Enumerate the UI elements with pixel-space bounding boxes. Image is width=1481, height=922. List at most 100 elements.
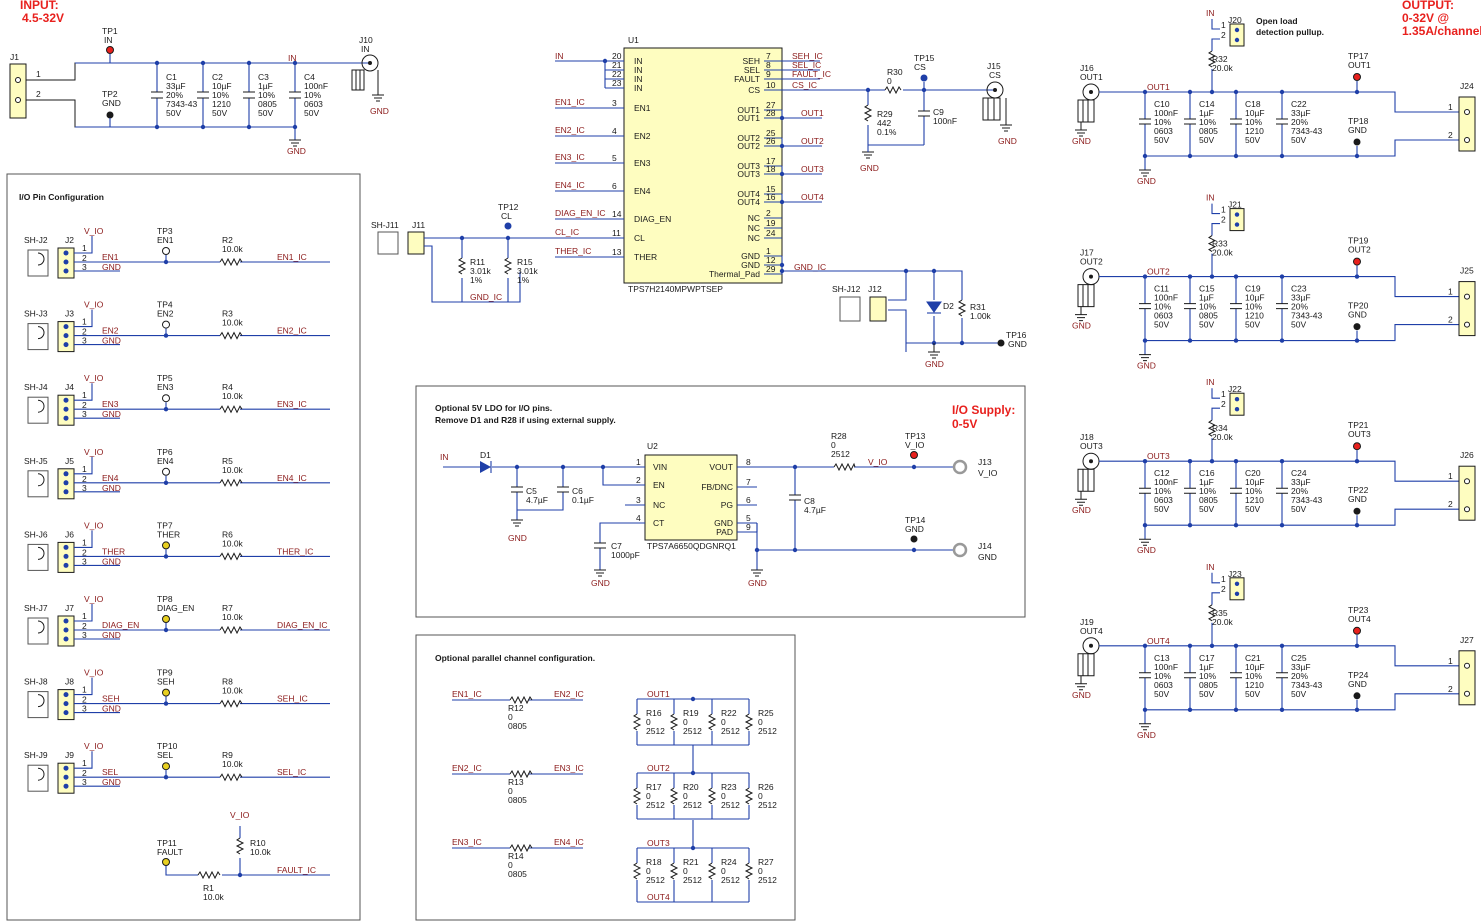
output-cap-spec: 33µF bbox=[1291, 293, 1311, 303]
r28-val: 0 bbox=[831, 440, 836, 450]
output-cap-spec: 10µF bbox=[1245, 477, 1265, 487]
junction-dot bbox=[1187, 153, 1193, 159]
u1-out-net: OUT4 bbox=[801, 192, 824, 202]
jumper-pin bbox=[1234, 212, 1240, 217]
testpoint bbox=[162, 762, 170, 771]
parallel-res-value: 0 bbox=[721, 866, 726, 876]
u1-pin-number: 25 bbox=[766, 128, 776, 138]
u1-pin-number: 9 bbox=[766, 69, 771, 79]
output-gnd-testpoint bbox=[1353, 692, 1361, 700]
gnd-label: GND bbox=[287, 146, 306, 156]
pin-number: 2 bbox=[82, 253, 87, 263]
ldo-vio-label: V_IO bbox=[868, 457, 888, 467]
pin-number: 1 bbox=[82, 758, 87, 768]
junction-dot bbox=[1279, 523, 1285, 528]
ldo-block: IN D1 C5 4.7µF C6 0.1µF GND U2 TPS7A6650… bbox=[440, 431, 998, 588]
vio-label: V_IO bbox=[84, 668, 104, 678]
jumper-wire bbox=[1211, 572, 1220, 646]
u2-pin-name: VOUT bbox=[709, 462, 733, 472]
output-testpoint bbox=[1353, 626, 1361, 635]
r1-val: 10.0k bbox=[203, 892, 225, 902]
header-pin bbox=[63, 765, 69, 771]
testpoint-label: THER bbox=[157, 529, 180, 539]
cs-section: R30 0 R29 442 0.1% GND TP15 CS C9 100nF … bbox=[782, 53, 1017, 173]
parallel-res-ref: R18 bbox=[646, 857, 662, 867]
junction-dot bbox=[1187, 274, 1193, 279]
io-net-label: EN2_IC bbox=[277, 326, 307, 336]
fault-net: FAULT_IC bbox=[277, 865, 316, 875]
junction-dot bbox=[1233, 274, 1239, 279]
output-cap-spec: 1µF bbox=[1199, 108, 1214, 118]
parallel-link-resistor bbox=[509, 695, 533, 705]
output-connector bbox=[1458, 465, 1476, 521]
junction-dot bbox=[779, 171, 785, 177]
u1-pin-name: OUT4 bbox=[737, 189, 760, 199]
u2-pin-number: 3 bbox=[636, 495, 641, 505]
output-cap-ref: C25 bbox=[1291, 653, 1307, 663]
c9-val: 100nF bbox=[933, 116, 957, 126]
output-connector-pin-number: 2 bbox=[1448, 130, 1453, 140]
parallel-res-package: 2512 bbox=[646, 875, 665, 885]
jumper-pin bbox=[1234, 407, 1240, 412]
r29-ref: R29 bbox=[877, 109, 893, 119]
resistor-ref: R2 bbox=[222, 235, 233, 245]
parallel-res-value: 0 bbox=[758, 717, 763, 727]
u1-ref: U1 bbox=[628, 35, 639, 45]
output-cap-ref: C18 bbox=[1245, 99, 1261, 109]
vio-wire bbox=[74, 530, 93, 548]
j15-body bbox=[982, 97, 1001, 121]
output-net-label: OUT1 bbox=[1147, 82, 1170, 92]
vio-wire bbox=[74, 751, 93, 769]
vio-label: V_IO bbox=[84, 447, 104, 457]
vio-wire bbox=[74, 309, 93, 328]
j15-label: CS bbox=[989, 70, 1001, 80]
output-cap-spec: 100nF bbox=[1154, 662, 1178, 672]
tp14-ref: TP14 bbox=[905, 515, 926, 525]
header-pin bbox=[63, 701, 69, 707]
junction-dot bbox=[1187, 338, 1193, 343]
output-net-label: OUT4 bbox=[1147, 636, 1170, 646]
j1-pin1-num: 1 bbox=[36, 69, 41, 79]
junction-dot bbox=[1142, 274, 1148, 279]
parallel-resistor bbox=[744, 713, 754, 731]
j12-header bbox=[869, 296, 887, 322]
u2-pin-name: NC bbox=[653, 500, 665, 510]
parallel-resistor-package: 0805 bbox=[508, 721, 527, 731]
output-gnd-testpoint bbox=[1353, 507, 1361, 515]
u1-pin-name: OUT1 bbox=[737, 105, 760, 115]
u2-pin-number: 9 bbox=[746, 522, 751, 532]
output-title-1: OUTPUT: bbox=[1402, 0, 1454, 12]
output-cap-spec: 50V bbox=[1154, 320, 1169, 330]
u1-pin-number: 4 bbox=[612, 126, 617, 136]
tp11-ref: TP11 bbox=[157, 838, 177, 848]
u1-pin-number: 24 bbox=[766, 228, 776, 238]
output-cap-ref: C22 bbox=[1291, 99, 1307, 109]
c9-cap bbox=[918, 110, 930, 117]
cap-voltage: 50V bbox=[166, 108, 181, 118]
parallel-res-package: 2512 bbox=[721, 800, 740, 810]
u1-pin-name: NC bbox=[748, 223, 760, 233]
output-connector bbox=[1458, 650, 1476, 706]
r29-resistor bbox=[863, 104, 873, 122]
pin-number: 1 bbox=[82, 464, 87, 474]
parallel-resistor bbox=[707, 713, 717, 731]
jumper-pin-number: 1 bbox=[1221, 205, 1226, 215]
parallel-net-b: EN3_IC bbox=[554, 763, 584, 773]
input-wire-neg bbox=[26, 99, 295, 128]
ldo-cap-wires bbox=[516, 467, 645, 520]
j10-ref: J10 bbox=[359, 35, 373, 45]
io-header-ref: J9 bbox=[65, 750, 74, 760]
parallel-res-package: 2512 bbox=[646, 800, 665, 810]
jumper-pin-number: 1 bbox=[1221, 389, 1226, 399]
output-cap-ref: C13 bbox=[1154, 653, 1170, 663]
u1-net-label: DIAG_EN_IC bbox=[555, 208, 606, 218]
pin-number: 2 bbox=[82, 695, 87, 705]
cl-res-wires bbox=[461, 238, 509, 302]
parallel-resistor-package: 0805 bbox=[508, 795, 527, 805]
output-cap-spec: 50V bbox=[1199, 689, 1214, 699]
output-cap-ref: C12 bbox=[1154, 468, 1170, 478]
parallel-resistor bbox=[669, 713, 679, 731]
output-cap-spec: 10% bbox=[1154, 302, 1171, 312]
output-cap bbox=[1139, 118, 1151, 125]
